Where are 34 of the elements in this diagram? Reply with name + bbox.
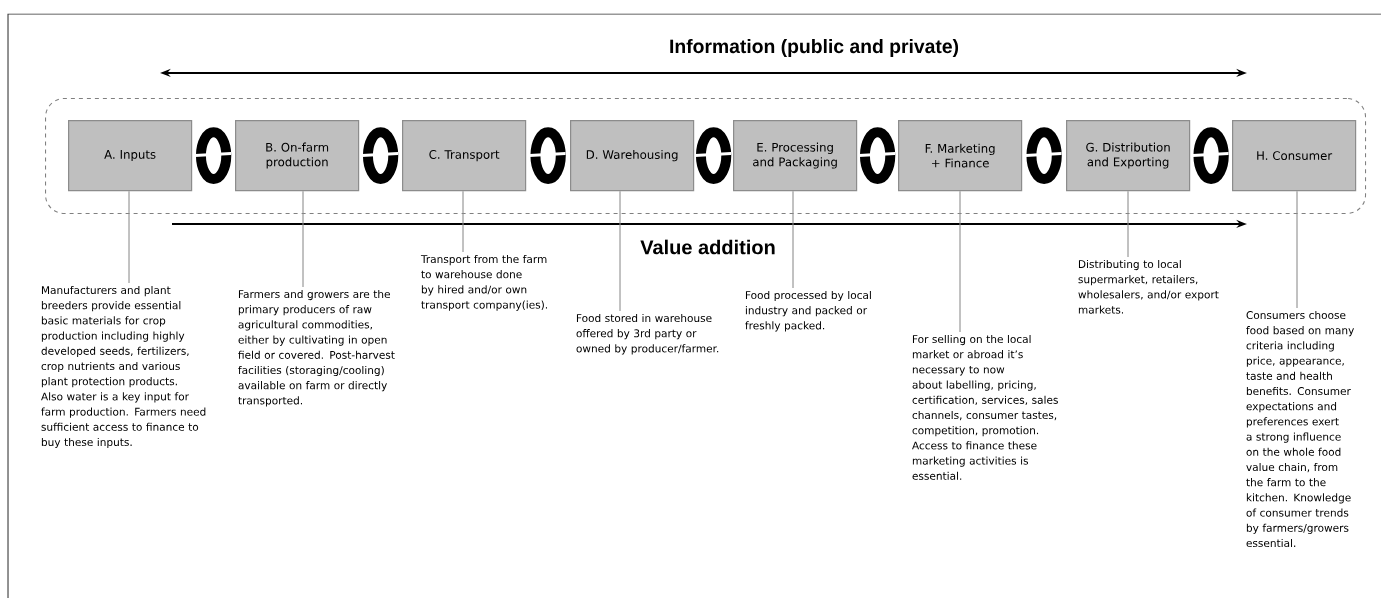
description-text: Food processed by local industry and packed or freshly packed. [745,290,871,332]
leader-line [128,190,130,284]
description-text: Distributing to local supermarket, retailers, wholesalers, and/or export markets. [1078,259,1219,314]
leader-line [1296,190,1298,309]
description-text: Farmers and growers are the primary producers of raw agricultural commodities, either by cultivating in open field or covered. Post-harvest facilities (storaging/cooling) available on farm or directly transported. [238,289,395,407]
stage-box: F. Marketing + Finance [898,120,1023,192]
description-text: Manufacturers and plant breeders provide essential basic materials for crop production including highly developed seeds, fertilizers, crop nutrients and various plant protection products. Also water is a key input for farm production. Farmers need sufficient access to finance to buy these inputs. [41,285,206,449]
stage-box: G. Distribution and Exporting [1066,120,1191,192]
leader-line [792,190,794,289]
chain-link [529,127,566,184]
leader-line [462,190,464,253]
description-text: For selling on the local market or abroad it’s necessary to now about labelling, pricing, certification, services, sales channels, consumer tastes, competition, promotion. Access to finance these marketing activities is essential. [912,334,1058,480]
chain-link [859,127,896,184]
stage-box: A. Inputs [68,120,193,192]
chain-link [195,127,232,184]
chain-link [695,127,732,184]
description-text: Transport from the farm to warehouse done by hired and/or own transport company(ies). [420,254,547,311]
stage-box: C. Transport [402,120,527,192]
stage-box: H. Consumer [1232,120,1357,192]
stage-box: D. Warehousing [570,120,695,192]
stage-box: B. On-farm production [235,120,360,192]
leader-line [1127,190,1129,258]
leader-line [619,190,621,312]
chain-link [362,127,399,184]
stage-box: E. Processing and Packaging [733,120,858,192]
chain-link [1025,127,1062,184]
heading: Information (public and private) [670,39,959,57]
description-text: Consumers choose food based on many criteria including price, appearance, taste and health benefits. Consumer expectations and preferences exert a strong influence on the whole food value chain, from the farm to the kitchen. Knowledge of consumer trends by farmers/growers essential. [1246,310,1354,548]
leader-line [302,190,304,288]
description-text: Food stored in warehouse offered by 3rd party or owned by producer/farmer. [576,313,719,355]
leader-line [959,190,961,333]
heading: Value addition [640,239,775,255]
chain-link [1192,127,1229,184]
dashed-frame [45,98,1367,215]
